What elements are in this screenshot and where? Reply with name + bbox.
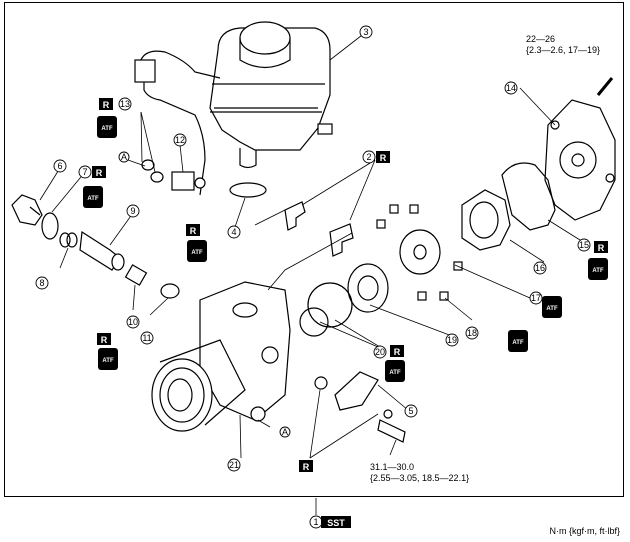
- callout-19: 19: [447, 335, 457, 345]
- r-label: R: [394, 347, 401, 357]
- atf-label: ATF: [389, 370, 401, 376]
- r-label: R: [303, 462, 310, 472]
- callout-20: 20: [375, 347, 385, 357]
- callout-18: 18: [467, 328, 477, 338]
- r-label: R: [101, 335, 108, 345]
- control-valve-assembly: [59, 230, 148, 286]
- callout-21: 21: [229, 460, 239, 470]
- callout-8: 8: [39, 278, 44, 288]
- large-o-rings: [299, 282, 353, 337]
- leader-lines: [39, 31, 581, 515]
- pressure-plate: [347, 263, 389, 313]
- callout-2: 2: [366, 152, 371, 162]
- atf-label: ATF: [101, 126, 113, 132]
- torque-conversion: {2.3—2.6, 17—19}: [526, 45, 601, 55]
- atf-label: ATF: [87, 196, 99, 202]
- pump-cover: [544, 77, 616, 221]
- callout-6: 6: [57, 161, 62, 171]
- callout-4: 4: [231, 227, 236, 237]
- atf-label: ATF: [512, 340, 524, 346]
- replace-marks: [92, 98, 608, 528]
- callout-13: 13: [120, 99, 130, 109]
- callout-9: 9: [130, 206, 135, 216]
- connector-and-bolt: [314, 371, 406, 443]
- callout-17: 17: [531, 293, 541, 303]
- o-rings: [41, 159, 267, 299]
- r-label: R: [190, 226, 197, 236]
- callout-3: 3: [363, 27, 368, 37]
- atf-label: ATF: [592, 268, 604, 274]
- plug: [11, 194, 43, 226]
- atf-label: ATF: [546, 306, 558, 312]
- pump-body: [151, 281, 291, 432]
- callout-1: 1: [313, 517, 318, 527]
- callout-numbers: 1 2 3 4 5 6 7 8 9 10 11 12 13 14 15 16 1…: [39, 27, 589, 527]
- label-a-top: A: [121, 152, 127, 162]
- pressure-sensor-harness: [134, 50, 221, 196]
- diagram-frame: [4, 2, 624, 497]
- r-label: R: [103, 100, 110, 110]
- rotor-vanes: [376, 204, 463, 301]
- callout-5: 5: [408, 406, 413, 416]
- torque-conversion: {2.55—3.05, 18.5—22.1}: [370, 473, 470, 483]
- callout-10: 10: [128, 317, 138, 327]
- atf-label: ATF: [191, 250, 203, 256]
- reservoir-tank: [209, 21, 333, 169]
- callout-circles: [35, 25, 591, 529]
- callout-12: 12: [175, 135, 185, 145]
- torque-spec-connector-bolt: 31.1—30.0 {2.55—3.05, 18.5—22.1}: [370, 462, 469, 484]
- atf-letters: ATF ATF ATF ATF ATF ATF ATF ATF: [87, 126, 604, 376]
- replace-letters: R R R R R R R R SST: [96, 100, 605, 528]
- callout-7: 7: [82, 167, 87, 177]
- callout-16: 16: [535, 263, 545, 273]
- callout-15: 15: [579, 240, 589, 250]
- torque-value: 31.1—30.0: [370, 462, 415, 472]
- atf-bottles: [83, 116, 608, 382]
- sst-label: SST: [327, 518, 345, 528]
- r-label: R: [96, 168, 103, 178]
- units-legend: N·m {kgf·m, ft·lbf}: [549, 526, 620, 536]
- r-label: R: [598, 243, 605, 253]
- torque-spec-cover-bolt: 22—26 {2.3—2.6, 17—19}: [526, 34, 600, 56]
- label-a-bottom: A: [282, 427, 288, 437]
- gasket: [501, 162, 556, 231]
- cam-ring: [461, 189, 511, 251]
- brackets: [284, 201, 354, 257]
- atf-label: ATF: [102, 358, 114, 364]
- torque-value: 22—26: [526, 34, 556, 44]
- callout-14: 14: [506, 83, 516, 93]
- callout-11: 11: [142, 333, 151, 343]
- r-label: R: [380, 153, 387, 163]
